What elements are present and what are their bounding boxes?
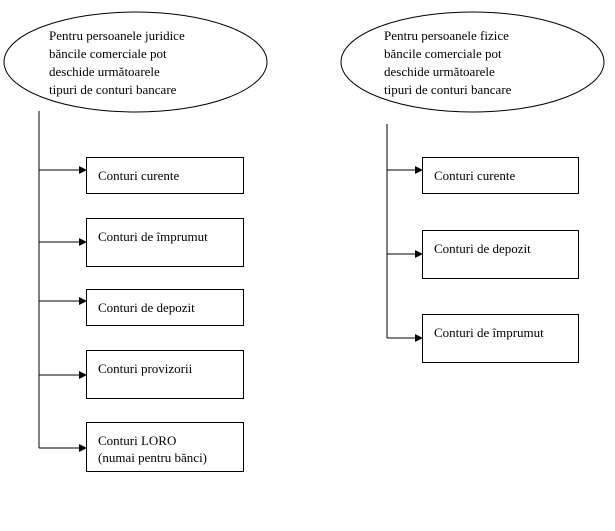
left-account-box: Conturi de împrumut — [86, 218, 244, 267]
left-heading-line: tipuri de conturi bancare — [49, 82, 177, 97]
account-label: Conturi de depozit — [98, 300, 195, 315]
left-heading-ellipse — [3, 11, 268, 113]
account-label: Conturi provizorii — [98, 361, 193, 376]
account-label: Conturi LORO — [98, 433, 177, 448]
right-heading-line: Pentru persoanele fizice — [384, 28, 509, 43]
right-heading-line: băncile comerciale pot — [384, 46, 502, 61]
right-heading-line: tipuri de conturi bancare — [384, 82, 512, 97]
right-heading-ellipse — [340, 11, 605, 113]
left-heading-line: deschide următoarele — [49, 64, 160, 79]
left-heading-line: Pentru persoanele juridice — [49, 28, 185, 43]
left-account-box: Conturi de depozit — [86, 289, 244, 326]
account-label: Conturi de împrumut — [98, 229, 208, 244]
account-label: (numai pentru bănci) — [98, 450, 208, 465]
left-heading-text: Pentru persoanele juridice băncile comer… — [49, 27, 185, 99]
left-account-box: Conturi LORO (numai pentru bănci) — [86, 422, 244, 472]
right-heading-line: deschide următoarele — [384, 64, 495, 79]
right-account-box: Conturi de împrumut — [422, 314, 579, 363]
right-account-box: Conturi de depozit — [422, 230, 579, 279]
account-label: Conturi de depozit — [434, 241, 531, 256]
account-label: Conturi de împrumut — [434, 325, 544, 340]
left-account-box: Conturi curente — [86, 157, 244, 194]
right-account-box: Conturi curente — [422, 157, 579, 194]
account-label: Conturi curente — [434, 168, 516, 183]
left-heading-line: băncile comerciale pot — [49, 46, 167, 61]
left-account-box: Conturi provizorii — [86, 350, 244, 399]
right-heading-text: Pentru persoanele fizice băncile comerci… — [384, 27, 511, 99]
account-label: Conturi curente — [98, 168, 180, 183]
